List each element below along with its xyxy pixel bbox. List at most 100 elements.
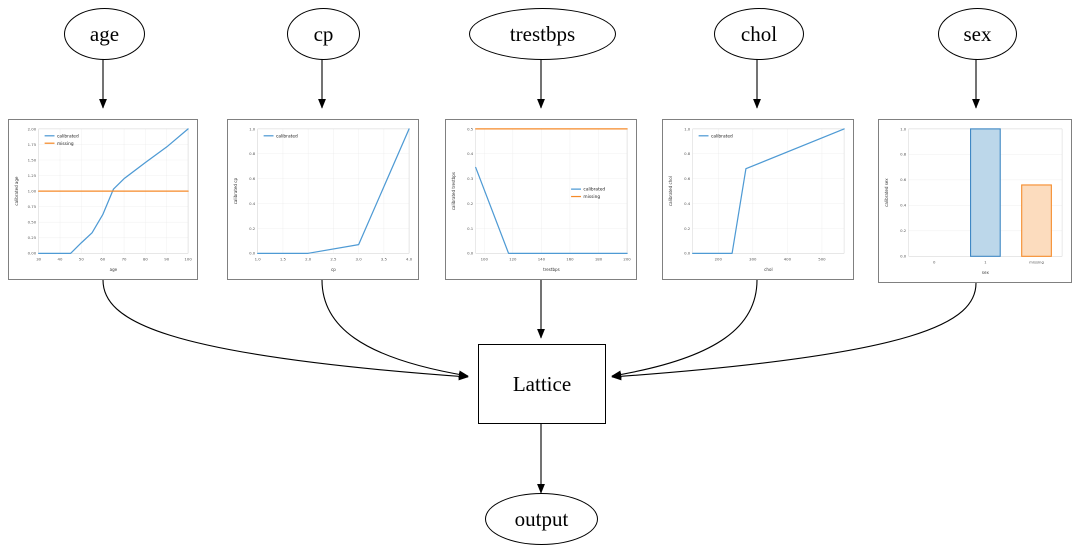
- svg-text:200: 200: [623, 257, 631, 262]
- svg-text:0.6: 0.6: [900, 177, 907, 182]
- svg-text:90: 90: [164, 257, 169, 262]
- legend-label-calibrated: calibrated: [57, 133, 79, 139]
- svg-text:0.2: 0.2: [684, 226, 691, 231]
- node-output[interactable]: output: [485, 493, 598, 545]
- svg-text:0.1: 0.1: [467, 226, 474, 231]
- svg-text:1.75: 1.75: [28, 142, 37, 147]
- svg-text:0.0: 0.0: [249, 251, 256, 256]
- node-sex[interactable]: sex: [938, 8, 1017, 60]
- svg-text:1.0: 1.0: [900, 126, 907, 131]
- x-axis-label: sex: [982, 270, 990, 275]
- svg-text:50: 50: [79, 257, 84, 262]
- svg-text:0.3: 0.3: [467, 176, 474, 181]
- series-group: [257, 128, 410, 254]
- plot-spines: [692, 128, 845, 254]
- bar-1: [970, 128, 1001, 257]
- svg-text:1.50: 1.50: [28, 157, 37, 162]
- svg-text:0.5: 0.5: [467, 126, 474, 131]
- node-cp[interactable]: cp: [287, 8, 360, 60]
- node-age[interactable]: age: [64, 8, 145, 60]
- node-chol[interactable]: chol: [714, 8, 804, 60]
- plot-area: [692, 128, 845, 254]
- legend: calibrated missing: [44, 133, 79, 147]
- svg-text:100: 100: [184, 257, 192, 262]
- svg-text:160: 160: [566, 257, 574, 262]
- svg-text:0.8: 0.8: [249, 151, 256, 156]
- y-axis-label: calibrated sex: [884, 178, 889, 207]
- svg-text:0.4: 0.4: [684, 201, 691, 206]
- svg-text:2.5: 2.5: [330, 257, 337, 262]
- node-cp-label: cp: [313, 21, 334, 46]
- legend-label-missing: missing: [57, 141, 74, 147]
- svg-text:120: 120: [509, 257, 517, 262]
- y-axis-label: calibrated age: [14, 176, 19, 206]
- y-tick-labels: 0.000.250.500.751.001.251.501.752.00: [28, 126, 37, 255]
- bars-group: [970, 128, 1052, 257]
- svg-text:0.2: 0.2: [467, 201, 474, 206]
- series-group: [475, 128, 628, 254]
- svg-text:0.4: 0.4: [467, 151, 474, 156]
- svg-text:0.2: 0.2: [900, 228, 907, 233]
- bar-missing: [1021, 184, 1052, 257]
- svg-text:0.50: 0.50: [28, 220, 37, 225]
- svg-text:180: 180: [595, 257, 603, 262]
- plot-spines: [257, 128, 410, 254]
- legend-label-calibrated: calibrated: [583, 187, 605, 193]
- edge-chol-plot-to-lattice: [611, 279, 758, 379]
- svg-text:1.5: 1.5: [280, 257, 287, 262]
- y-axis-label: calibrated chol: [668, 176, 673, 206]
- node-trestbps-label: trestbps: [509, 21, 576, 46]
- y-axis-label: calibrated cp: [233, 177, 238, 204]
- edge-sex-plot-to-lattice: [611, 282, 977, 381]
- svg-text:0.0: 0.0: [900, 254, 907, 259]
- plot-spines: [38, 128, 189, 254]
- legend-label-calibrated: calibrated: [711, 133, 733, 139]
- y-axis-label: calibrated trestbps: [451, 172, 456, 210]
- svg-text:0: 0: [933, 260, 936, 265]
- edge-age-plot-to-lattice: [102, 279, 469, 381]
- x-axis-label: cp: [331, 267, 336, 272]
- x-axis-label: age: [110, 267, 118, 272]
- svg-text:0.4: 0.4: [249, 201, 256, 206]
- plot-age: 0.000.250.500.751.001.251.501.752.00cali…: [14, 126, 192, 272]
- svg-text:0.6: 0.6: [684, 176, 691, 181]
- svg-text:0.6: 0.6: [249, 176, 256, 181]
- series-calibrated: [692, 128, 845, 254]
- svg-text:200: 200: [715, 257, 723, 262]
- series-calibrated: [38, 128, 189, 254]
- node-lattice-label: Lattice: [512, 371, 572, 396]
- svg-text:4.0: 4.0: [406, 257, 413, 262]
- svg-text:0.0: 0.0: [684, 251, 691, 256]
- svg-text:1.0: 1.0: [249, 126, 256, 131]
- x-axis-label: trestbps: [543, 267, 560, 272]
- svg-text:30: 30: [36, 257, 41, 262]
- svg-text:2.0: 2.0: [305, 257, 312, 262]
- svg-text:70: 70: [122, 257, 127, 262]
- svg-text:0.4: 0.4: [900, 203, 907, 208]
- svg-text:1.25: 1.25: [28, 173, 37, 178]
- svg-text:0.8: 0.8: [900, 152, 907, 157]
- node-lattice[interactable]: Lattice: [478, 344, 606, 424]
- edge-cp-plot-to-lattice: [321, 279, 469, 379]
- series-calibrated: [257, 128, 410, 254]
- svg-text:60: 60: [100, 257, 105, 262]
- svg-text:3.5: 3.5: [381, 257, 388, 262]
- svg-text:1: 1: [984, 260, 987, 265]
- y-tick-labels: 0.00.20.40.60.81.0: [249, 126, 256, 255]
- node-trestbps[interactable]: trestbps: [469, 8, 616, 60]
- x-axis-label: chol: [764, 267, 772, 272]
- svg-text:1.00: 1.00: [28, 188, 37, 193]
